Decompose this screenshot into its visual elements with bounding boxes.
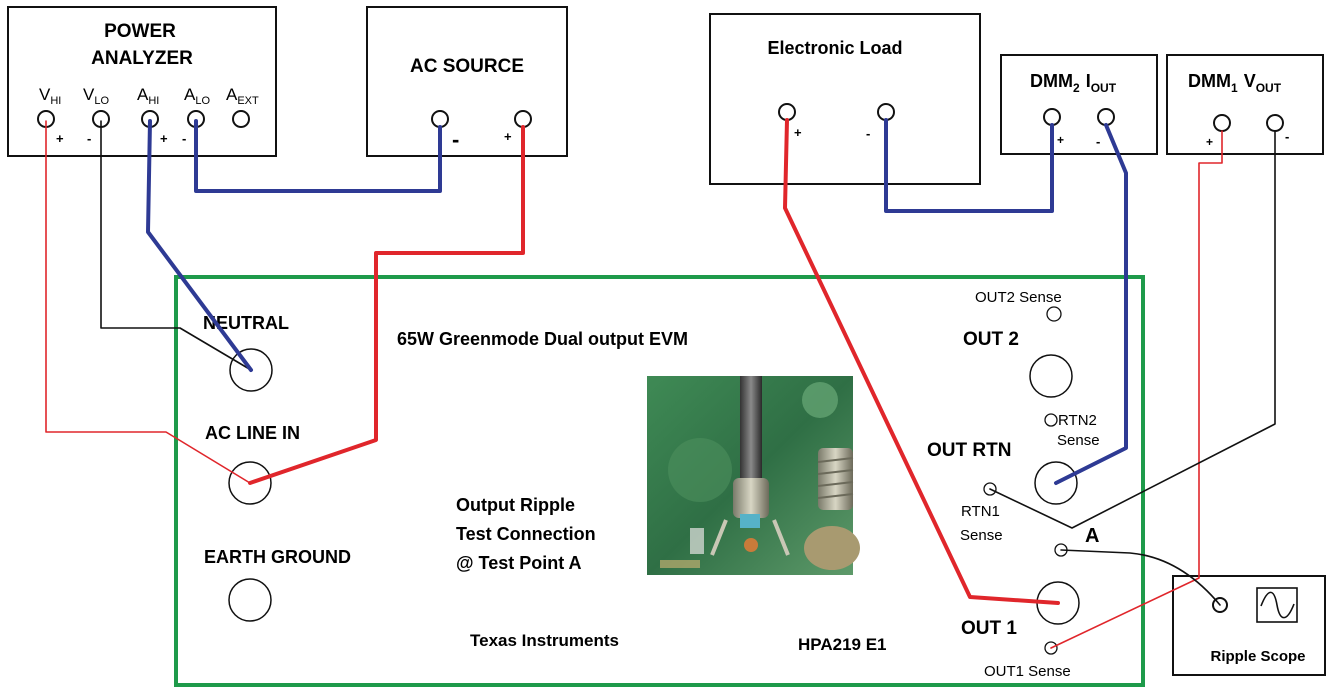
dmm2-neg-terminal[interactable] (1097, 108, 1115, 126)
wiring (45, 118, 1276, 649)
power-analyzer-title-1: POWER (104, 21, 176, 42)
pa-terminal-polarity-v-hi: + (56, 131, 64, 146)
out2-sense-terminal[interactable] (1046, 306, 1062, 322)
electronic-load-neg-terminal[interactable] (877, 103, 895, 121)
sine-wave-trace (1260, 591, 1295, 619)
dmm2-box (1000, 54, 1158, 155)
ripple-note-line-3: @ Test Point A (456, 553, 582, 573)
pa-terminal-polarity-v-lo: - (87, 131, 91, 146)
rtn2-sense-terminal[interactable] (1044, 413, 1058, 427)
wire-vlo-to-neutral (100, 120, 252, 371)
power-analyzer: POWER ANALYZER VHI + VLO - AHI + ALO - AEXT (7, 6, 277, 157)
pa-terminal-polarity-a-hi: + (160, 131, 168, 146)
dmm2-pos-label: + (1057, 133, 1064, 147)
ripple-scope-title: Ripple Scope (1210, 648, 1305, 665)
ac-source-box (366, 6, 568, 157)
wire-dmm2-neg-to-out-rtn (1054, 123, 1128, 485)
wire-load-pos-to-out1 (783, 118, 1060, 605)
wire-dmm1-pos-to-out1-sense (1050, 130, 1223, 649)
pa-terminal-label-a-ext: AEXT (226, 85, 259, 107)
power-analyzer-box (7, 6, 277, 157)
wire-dmm1-neg-to-rtn1-sense (989, 130, 1276, 529)
rtn1-sense-label-1: RTN1 (961, 503, 1000, 520)
ac-source: AC SOURCE - + (366, 6, 568, 157)
ripple-probe-photo (647, 376, 860, 575)
out2-sense-label: OUT2 Sense (975, 289, 1062, 306)
dmm1-neg-terminal[interactable] (1266, 114, 1284, 132)
part-number-label: HPA219 E1 (798, 635, 887, 654)
pa-terminal-label-a-hi: AHI (137, 85, 159, 107)
wire-test-point-a-to-scope (1060, 549, 1221, 606)
board-title: 65W Greenmode Dual output EVM (397, 329, 688, 349)
dmm2-neg-label: - (1096, 134, 1100, 149)
out1-label: OUT 1 (961, 618, 1017, 639)
wire-vhi-to-ac-line (45, 120, 251, 484)
pa-terminal-a-ext[interactable] (232, 110, 250, 128)
evm-board-outline (174, 275, 1145, 687)
ac-source-neg-label: - (452, 127, 459, 152)
ripple-scope-box (1172, 575, 1326, 676)
ac-source-pos-label: + (504, 129, 512, 144)
company-label: Texas Instruments (470, 631, 619, 650)
wire-alo-to-ac-source-neg (194, 119, 442, 193)
ac-source-neg-terminal[interactable] (431, 110, 449, 128)
out-rtn-label: OUT RTN (927, 440, 1011, 461)
dmm1-pos-terminal[interactable] (1213, 114, 1231, 132)
ac-source-title: AC SOURCE (410, 56, 524, 77)
ac-line-in-label: AC LINE IN (205, 423, 300, 443)
pa-terminal-label-v-hi: VHI (39, 85, 61, 107)
rtn2-sense-label-2: Sense (1057, 432, 1100, 449)
dmm2-pos-terminal[interactable] (1043, 108, 1061, 126)
pa-terminal-polarity-a-lo: - (182, 131, 186, 146)
electronic-load-title: Electronic Load (767, 38, 902, 58)
dmm1-pos-label: + (1206, 135, 1213, 149)
evm-board: 65W Greenmode Dual output EVM NEUTRAL AC… (174, 275, 1145, 687)
dmm1-neg-label: - (1285, 129, 1289, 144)
power-analyzer-title-2: ANALYZER (91, 48, 193, 69)
pa-terminal-label-a-lo: ALO (184, 85, 210, 107)
wire-ahi-to-neutral (146, 119, 253, 372)
dmm1-box (1166, 54, 1324, 155)
out2-terminal[interactable] (1029, 354, 1073, 398)
wire-load-neg-to-dmm2 (884, 118, 1054, 213)
pa-terminal-label-v-lo: VLO (83, 85, 109, 107)
electronic-load-pos-label: + (794, 125, 802, 140)
wire-ac-source-pos-to-ac-line (248, 125, 525, 485)
ripple-note-line-1: Output Ripple (456, 495, 575, 515)
test-point-a-label: A (1085, 525, 1099, 547)
out2-label: OUT 2 (963, 329, 1019, 350)
electronic-load-neg-label: - (866, 126, 870, 141)
ripple-note-line-2: Test Connection (456, 524, 596, 544)
earth-ground-terminal[interactable] (228, 578, 272, 622)
ripple-scope: Ripple Scope (1172, 575, 1326, 676)
electronic-load: Electronic Load + - (709, 13, 981, 185)
earth-ground-label: EARTH GROUND (204, 547, 351, 567)
neutral-label: NEUTRAL (203, 313, 289, 333)
electronic-load-box (709, 13, 981, 185)
rtn2-sense-label-1: RTN2 (1058, 412, 1097, 429)
rtn1-sense-label-2: Sense (960, 527, 1003, 544)
ac-source-pos-terminal[interactable] (514, 110, 532, 128)
electronic-load-pos-terminal[interactable] (778, 103, 796, 121)
out1-sense-label: OUT1 Sense (984, 663, 1071, 680)
